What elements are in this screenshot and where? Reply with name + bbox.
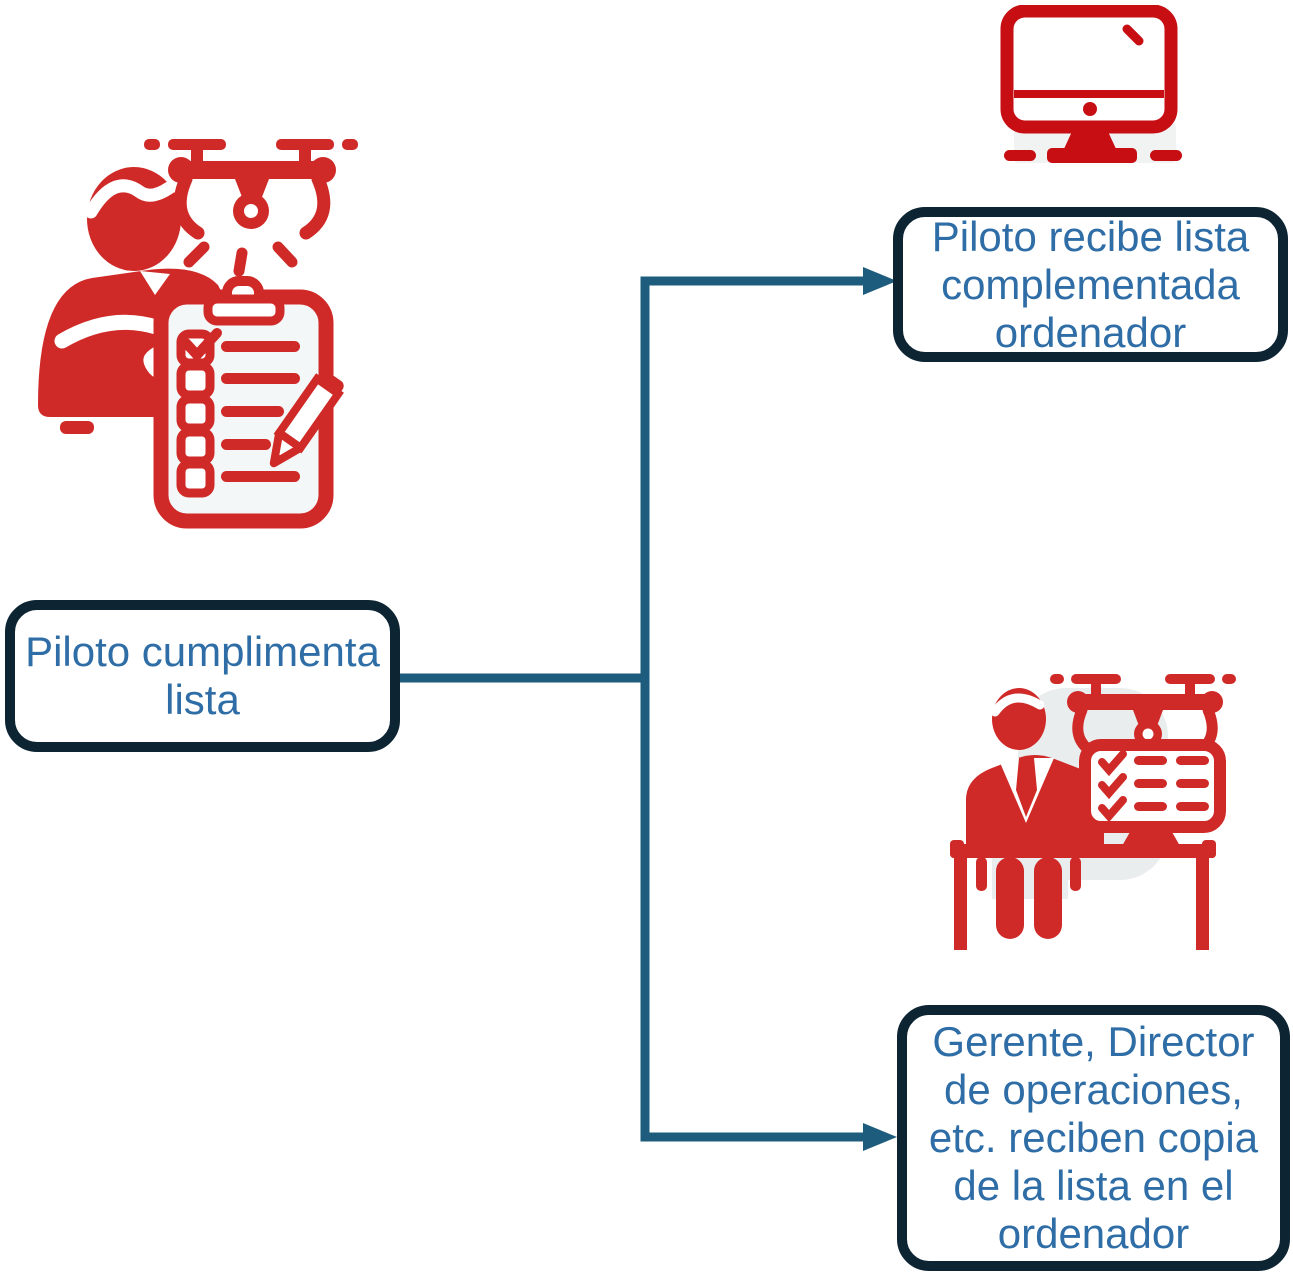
desktop-computer-icon (1079, 739, 1226, 846)
pilot-checklist-drone-icon (38, 139, 358, 529)
drone-prop-dash (1050, 674, 1064, 684)
node-piloto-recibe: Piloto recibe lista complementada ordena… (893, 207, 1288, 362)
pencil-lead (273, 452, 284, 464)
manager-figure (966, 688, 1104, 939)
node-label: Piloto recibe lista complementada ordena… (931, 212, 1250, 356)
drone-camera-lens (1142, 728, 1154, 740)
chair-leg (976, 857, 987, 891)
screen-checkmark (1098, 750, 1127, 777)
base-dash (1150, 150, 1182, 161)
drone-prop-shaft (1091, 681, 1101, 695)
screen-checkmark (1098, 773, 1127, 800)
manager-leg (996, 857, 1024, 939)
drone-camera-lens (244, 204, 258, 218)
pilot-arm (54, 314, 164, 349)
drone-prop (1165, 674, 1215, 684)
manager-hair (990, 693, 1045, 717)
base-dash (1004, 150, 1036, 161)
camera-ray (233, 247, 248, 277)
manager-tie (1016, 758, 1037, 817)
checkbox (176, 427, 215, 466)
screen-glare (1122, 24, 1144, 46)
pilot-collar (140, 271, 170, 295)
clipboard-clip (203, 294, 285, 326)
drone-arm (173, 172, 205, 240)
pencil-tip (269, 428, 305, 468)
drone-prop-shaft (299, 147, 311, 163)
checklist-rows (176, 328, 300, 498)
drone-prop (1071, 674, 1121, 684)
checklist-clipboard-icon (153, 276, 344, 529)
manager-leg (1034, 857, 1062, 939)
screen-line (1134, 779, 1167, 788)
drone-prop (276, 139, 334, 150)
desk-cap (950, 840, 964, 858)
camera-ray (272, 241, 298, 268)
drone-prop (168, 139, 226, 150)
arrowhead-bottom (863, 1123, 897, 1151)
computer-monitor-icon (1000, 5, 1182, 163)
desk-leg (954, 857, 967, 950)
monitor-power-dot (1083, 102, 1097, 116)
camera-ray (183, 241, 210, 268)
drone-body (173, 161, 331, 179)
desk-leg (1196, 857, 1209, 950)
checkbox (176, 361, 215, 400)
node-gerente-director: Gerente, Director de operaciones, etc. r… (897, 1005, 1290, 1271)
screen-line (1134, 802, 1167, 811)
screen-checkmark (1098, 796, 1127, 823)
desk-top (950, 844, 1216, 858)
drone-prop-shaft (191, 147, 203, 163)
checklist-line (221, 406, 284, 417)
checklist-line (221, 471, 300, 482)
pencil-icon (269, 370, 344, 468)
drone-prop-dash (1222, 674, 1236, 684)
drone-icon (144, 139, 358, 277)
node-label: Gerente, Director de operaciones, etc. r… (928, 1018, 1259, 1257)
desk (950, 840, 1216, 950)
drone-arm (299, 172, 331, 240)
connector-branch (640, 276, 865, 1142)
chair-leg (1070, 857, 1081, 891)
checkbox (176, 394, 215, 433)
checkbox (176, 459, 215, 498)
checkmark (181, 328, 222, 363)
screen-line (1176, 756, 1209, 765)
checklist-line (221, 341, 300, 352)
manager-desk-computer-drone-icon (950, 674, 1236, 950)
screen-line (1176, 779, 1209, 788)
drone-mount (1133, 710, 1163, 726)
manager-suit (966, 755, 1104, 850)
pilot-sleeve-dash (60, 421, 94, 434)
checklist-line (221, 439, 271, 450)
monitor-base (1047, 148, 1137, 163)
checklist-line (221, 373, 300, 384)
drone-prop-dash (144, 139, 160, 150)
screen-line (1134, 756, 1167, 765)
computer-stand (1122, 825, 1180, 846)
drone-mount (235, 179, 269, 197)
drone-prop-dash (342, 139, 358, 150)
desk-cap (1202, 840, 1216, 858)
monitor-stand (1063, 125, 1117, 151)
node-piloto-cumplimenta: Piloto cumplimenta lista (5, 600, 400, 752)
screen-line (1176, 802, 1209, 811)
node-label: Piloto cumplimenta lista (25, 628, 380, 723)
drone-body (1070, 694, 1220, 710)
drone-prop-shaft (1185, 681, 1195, 695)
arrowhead-top (863, 267, 897, 295)
pilot-hair (84, 179, 176, 219)
